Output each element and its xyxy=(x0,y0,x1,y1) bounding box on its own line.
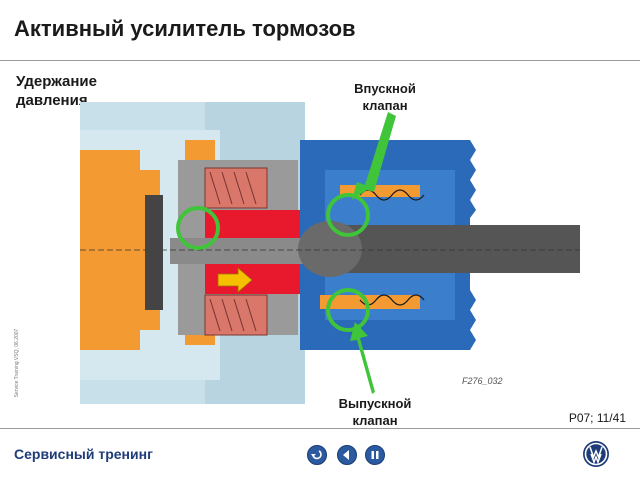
red-chamber-top xyxy=(205,210,300,242)
pressure-arrow xyxy=(217,267,253,293)
previous-button[interactable] xyxy=(337,445,357,465)
spring-lower xyxy=(359,294,425,306)
coil-top xyxy=(204,167,268,209)
figure-code: F276_032 xyxy=(462,376,503,386)
bottom-divider xyxy=(0,428,640,429)
pause-icon xyxy=(371,451,379,459)
arrow-inlet xyxy=(352,112,396,200)
orange-valve-bottom xyxy=(320,295,420,309)
page-number: P07; 11/41 xyxy=(568,411,626,425)
highlight-circle-inlet xyxy=(326,193,370,237)
highlight-circle-left xyxy=(176,206,220,250)
vw-logo xyxy=(583,441,609,467)
return-button[interactable] xyxy=(307,445,327,465)
highlight-circle-outlet xyxy=(326,288,370,332)
previous-icon xyxy=(343,450,349,460)
side-text: Service Training VSQ, 06.2007 xyxy=(14,328,20,398)
inlet-valve-label: Впускной клапан xyxy=(354,81,416,113)
outlet-valve-label: Выпускной клапан xyxy=(338,396,412,428)
coil-bottom xyxy=(204,294,268,336)
page-title: Активный усилитель тормозов xyxy=(14,16,356,41)
left-plate xyxy=(145,195,163,310)
pause-button[interactable] xyxy=(365,445,385,465)
push-rod xyxy=(170,238,310,264)
footer-brand-text: Сервисный тренинг xyxy=(14,446,153,462)
main-rod xyxy=(320,225,580,273)
subtitle: Удержание давления xyxy=(16,73,97,108)
top-divider xyxy=(0,60,640,61)
arrow-outlet xyxy=(350,322,375,394)
rod-head xyxy=(298,221,362,277)
return-icon xyxy=(311,450,322,460)
